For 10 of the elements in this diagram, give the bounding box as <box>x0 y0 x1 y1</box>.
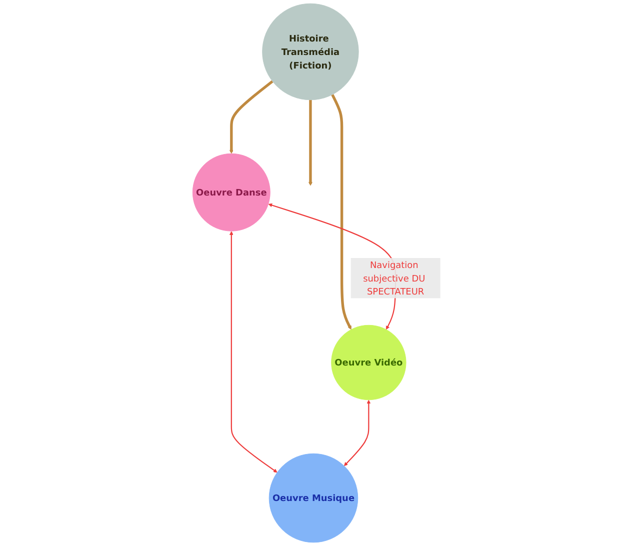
edge-label: Navigation subjective DU SPECTATEUR <box>363 259 426 297</box>
node-circle: Oeuvre Vidéo <box>331 324 406 400</box>
arrow <box>331 94 352 330</box>
node-circle: Oeuvre Danse <box>192 153 270 232</box>
node-circle: Histoire Transmédia (Fiction) <box>262 3 359 100</box>
arrow <box>229 80 274 154</box>
arrow <box>308 100 312 186</box>
arrow <box>229 231 278 473</box>
node-circle: Oeuvre Musique <box>268 453 358 543</box>
arrow <box>344 400 371 466</box>
